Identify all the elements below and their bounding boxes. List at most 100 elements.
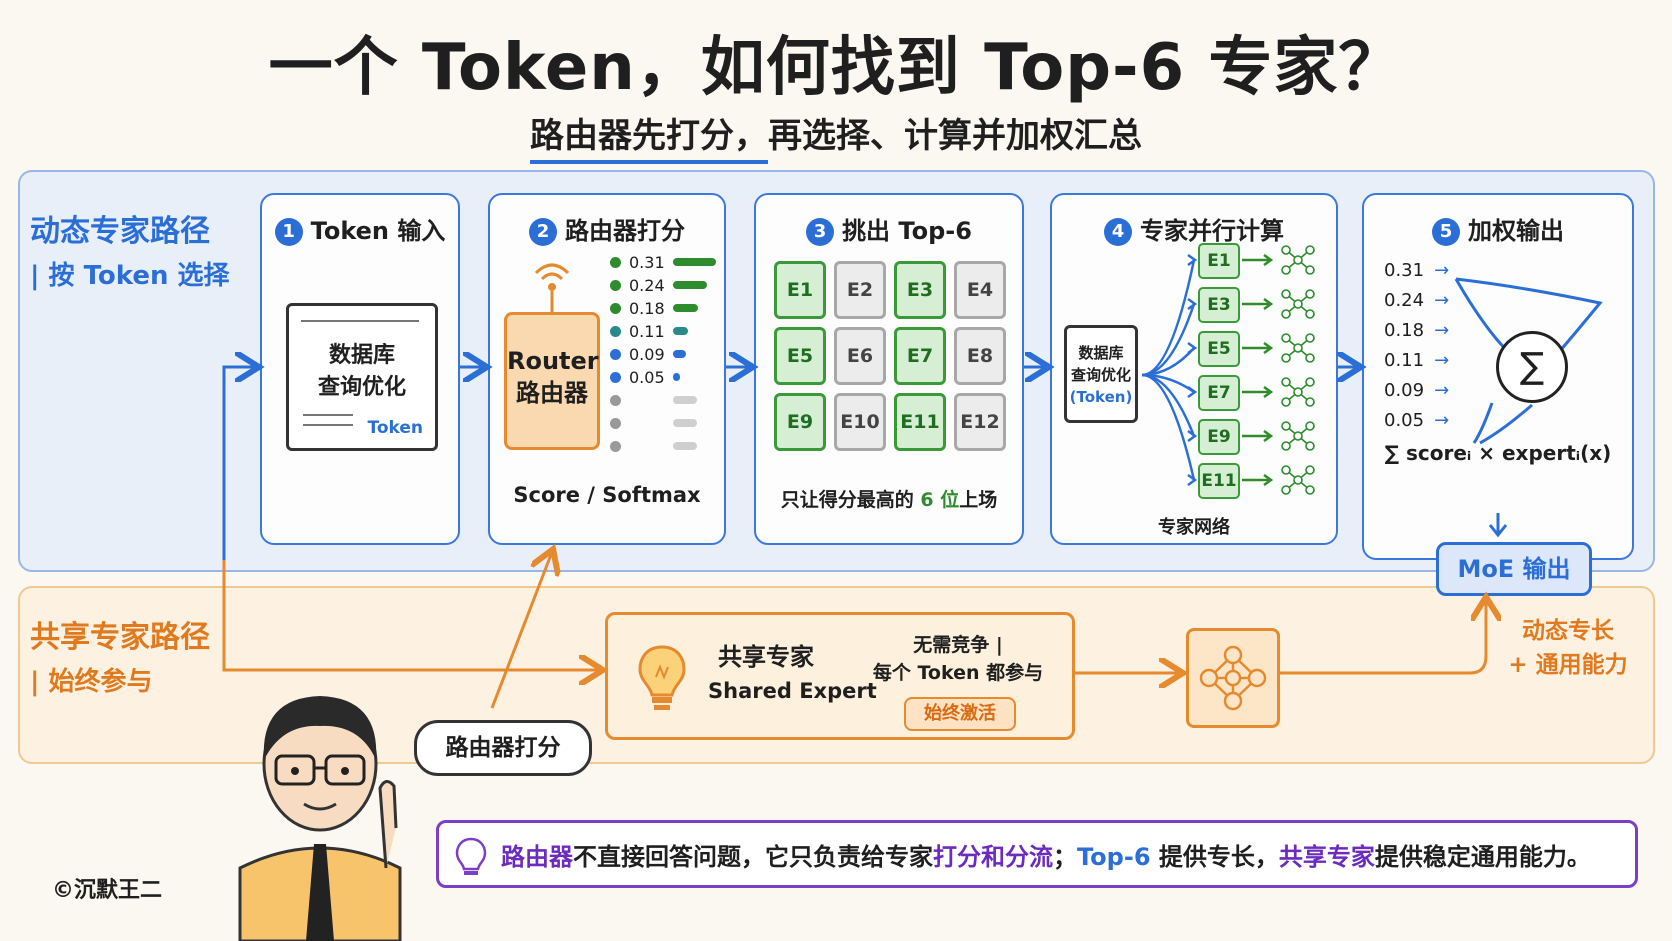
score-dot xyxy=(610,303,621,314)
lightbulb-icon xyxy=(455,837,487,875)
dynamic-path-label: 动态专家路径 | 按 Token 选择 xyxy=(30,210,230,298)
capability-line1: 动态专长 xyxy=(1522,618,1614,644)
score-dot xyxy=(610,349,621,360)
expert-box: E8 xyxy=(954,327,1006,385)
score-value: 0.09 xyxy=(629,345,665,364)
tip-text: 不直接回答问题，它只负责给专家 xyxy=(573,843,933,871)
weight-value: 0.09 xyxy=(1384,380,1425,401)
score-dot xyxy=(610,418,621,429)
score-bar xyxy=(673,373,680,381)
token-text-line1: 数据库 xyxy=(328,343,395,368)
expert-box: E3 xyxy=(894,261,946,319)
score-bar xyxy=(673,396,697,404)
sigma-icon: ∑ xyxy=(1496,331,1568,403)
subtitle-rest: 再选择、计算并加权汇总 xyxy=(768,116,1142,156)
step-number-badge: 4 xyxy=(1104,218,1132,246)
selected-expert-box: E7 xyxy=(1198,375,1240,411)
score-value: 0.18 xyxy=(629,299,665,318)
capability-label: 动态专长 + 通用能力 xyxy=(1500,614,1636,682)
arrow-right-icon: → xyxy=(1434,410,1450,431)
step-title-text: 专家并行计算 xyxy=(1140,217,1284,245)
weight-value: 0.05 xyxy=(1384,410,1425,431)
shared-desc-line1: 无需竞争 | xyxy=(913,634,1003,656)
subtitle-highlight: 路由器先打分， xyxy=(530,116,768,164)
moe-output-box: MoE 输出 xyxy=(1436,542,1592,596)
neural-net-icon xyxy=(1281,465,1315,495)
step-number-badge: 1 xyxy=(274,218,303,246)
router-label-cn: 路由器 xyxy=(516,379,588,407)
expert-box: E12 xyxy=(954,393,1006,451)
arrow-right-icon: → xyxy=(1434,260,1450,281)
token-text: 数据库 查询优化 xyxy=(289,340,435,404)
always-active-badge: 始终激活 xyxy=(904,697,1016,731)
query-line2: 查询优化 xyxy=(1070,366,1131,384)
arrow-right-icon: → xyxy=(1434,350,1450,371)
capability-line2: + 通用能力 xyxy=(1508,652,1628,678)
author-credit: ©沉默王二 xyxy=(52,878,163,903)
arrow-right-icon: → xyxy=(1434,380,1450,401)
weighted-sum-formula: ∑ scoreᵢ × expertᵢ(x) xyxy=(1384,441,1612,465)
score-row xyxy=(610,437,697,457)
shared-path-title: 共享专家路径 xyxy=(30,620,210,655)
expert-box: E4 xyxy=(954,261,1006,319)
weight-value: 0.11 xyxy=(1384,350,1425,371)
score-value: 0.24 xyxy=(629,276,665,295)
doc-line xyxy=(303,424,353,426)
shared-expert-name-cn: 共享专家 xyxy=(718,643,814,671)
shared-path-subtitle: | 始终参与 xyxy=(30,667,153,697)
token-label: Token xyxy=(367,418,424,438)
expert-box: E2 xyxy=(834,261,886,319)
page-title: 一个 Token，如何找到 Top-6 专家？ xyxy=(268,31,1404,105)
weight-row: 0.31 → xyxy=(1384,259,1449,283)
presenter-avatar xyxy=(238,696,402,941)
neural-network-icon xyxy=(1199,645,1267,711)
score-row xyxy=(610,414,697,434)
tip-box: 路由器不直接回答问题，它只负责给专家打分和分流；Top-6 提供专长，共享专家提… xyxy=(436,820,1638,888)
score-dot xyxy=(610,280,621,291)
neural-net-icon xyxy=(1281,245,1315,275)
step-title-text: 挑出 Top-6 xyxy=(842,217,972,245)
expert-box: E6 xyxy=(834,327,886,385)
score-bar xyxy=(673,442,697,450)
expert-box: E5 xyxy=(774,327,826,385)
selected-expert-box: E5 xyxy=(1198,331,1240,367)
step-number-badge: 5 xyxy=(1432,218,1460,246)
speech-bubble: 路由器打分 xyxy=(414,720,592,776)
neural-net-icon xyxy=(1281,377,1315,407)
score-value: 0.11 xyxy=(629,322,665,341)
weight-value: 0.31 xyxy=(1384,260,1425,281)
score-dot xyxy=(610,395,621,406)
dispatch-arrows xyxy=(1141,245,1315,495)
top6-footer-num: 6 位 xyxy=(920,489,960,511)
dynamic-path-title: 动态专家路径 xyxy=(30,214,210,249)
weight-value: 0.24 xyxy=(1384,290,1425,311)
weight-value: 0.18 xyxy=(1384,320,1425,341)
selected-expert-box: E3 xyxy=(1198,287,1240,323)
score-dot xyxy=(610,372,621,383)
top6-footer-pre: 只让得分最高的 xyxy=(780,489,921,511)
score-row: 0.05 xyxy=(610,368,680,388)
step-title-text: 加权输出 xyxy=(1468,217,1564,245)
score-row: 0.09 xyxy=(610,345,686,365)
tip-text: ； xyxy=(1053,843,1077,871)
query-token: (Token) xyxy=(1069,388,1133,406)
token-text-line2: 查询优化 xyxy=(317,375,406,400)
score-value: 0.05 xyxy=(629,368,665,387)
tip-text: 提供稳定通用能力。 xyxy=(1374,843,1591,871)
tip-scoring: 打分和分流 xyxy=(933,843,1053,871)
expert-network-label: 专家网络 xyxy=(1158,517,1230,538)
shared-desc-line2: 每个 Token 都参与 xyxy=(872,662,1044,684)
score-dot xyxy=(610,257,621,268)
expert-box: E1 xyxy=(774,261,826,319)
step-number-badge: 2 xyxy=(529,218,557,246)
score-dot xyxy=(610,326,621,337)
score-footer: Score / Softmax xyxy=(513,483,701,507)
step-title-text: Token 输入 xyxy=(310,217,446,245)
selected-expert-box: E9 xyxy=(1198,419,1240,455)
selected-expert-box: E1 xyxy=(1198,243,1240,279)
score-bar xyxy=(673,258,716,266)
